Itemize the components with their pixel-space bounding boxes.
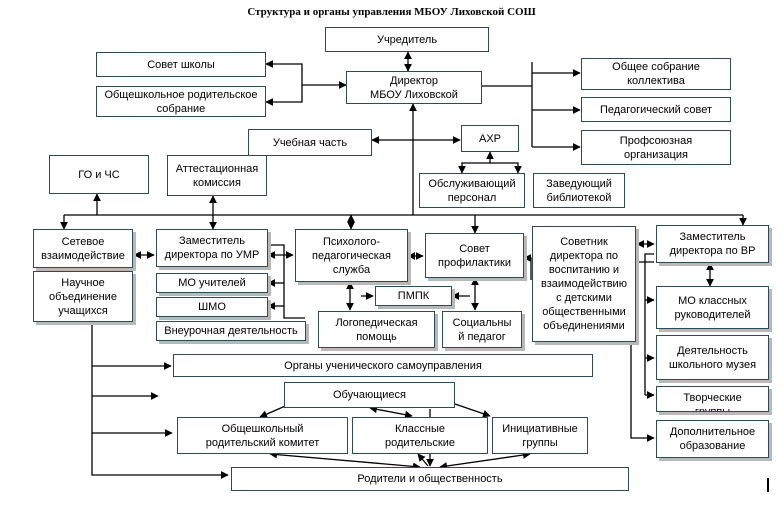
box-creative: Творческие группы bbox=[656, 386, 769, 412]
box-additional-ed: Дополнительное образование bbox=[656, 420, 769, 458]
box-librarian: Заведующий библиотекой bbox=[533, 173, 625, 208]
edge-students-initiative bbox=[454, 403, 491, 418]
box-initiative: Инициативные группы bbox=[492, 417, 588, 454]
box-student-gov: Органы ученического самоуправления bbox=[173, 354, 593, 377]
box-go-chs: ГО и ЧС bbox=[49, 155, 149, 194]
box-general-assembly: Общее собрание коллектива bbox=[581, 58, 731, 90]
box-parents-public: Родители и общественность bbox=[231, 467, 629, 491]
box-parent-committee: Общешкольный родительский комитет bbox=[177, 417, 348, 454]
box-trade-union: Профсоюзная организация bbox=[581, 130, 731, 165]
edge-class-parents bbox=[417, 453, 429, 467]
edge-committee-parents bbox=[269, 450, 421, 471]
box-academic-part: Учебная часть bbox=[248, 129, 372, 156]
box-class-parent: Классные родительские bbox=[352, 417, 488, 454]
edge-councils bbox=[265, 60, 303, 106]
box-pmpk: ПМПК bbox=[375, 286, 452, 306]
box-founder: Учредитель bbox=[325, 27, 489, 52]
box-shmo: ШМО bbox=[156, 297, 268, 317]
edge-ahr-library bbox=[490, 162, 522, 174]
edge-left-parents bbox=[91, 322, 229, 479]
edge-additional bbox=[630, 261, 655, 442]
box-museum: Деятельность школьного музея bbox=[656, 335, 769, 380]
box-network: Сетевое взаимодействие bbox=[33, 229, 133, 268]
box-deputy-umr: Заместитель директора по УМР bbox=[156, 229, 268, 267]
box-psych: Психолого- педагогическая служба bbox=[295, 229, 408, 282]
edge-prev-advisor bbox=[523, 254, 532, 280]
box-social-ped: Социальны й педагог bbox=[442, 311, 522, 348]
box-ahr: АХР bbox=[461, 125, 519, 152]
box-students-society: Научное объединение учащихся bbox=[33, 271, 133, 322]
box-deputy-vr: Заместитель директора по ВР bbox=[656, 225, 769, 263]
box-service-staff: Обслуживающий персонал bbox=[419, 173, 525, 208]
text-cursor bbox=[767, 478, 769, 492]
edge-students-class bbox=[369, 405, 413, 419]
box-parent-assembly: Общешкольное родительское собрание bbox=[96, 86, 266, 117]
box-prevention: Совет профилактики bbox=[425, 233, 524, 278]
box-students: Обучающиеся bbox=[284, 382, 455, 408]
box-attestation: Аттестационная комиссия bbox=[167, 155, 267, 196]
box-advisor: Советник директора по воспитанию и взаим… bbox=[532, 226, 636, 342]
box-director: Директор МБОУ Лиховской bbox=[346, 71, 482, 104]
edge-initiative-parents bbox=[439, 451, 531, 470]
edge-ahr-service bbox=[458, 151, 494, 174]
box-mo-class: МО классных руководителей bbox=[656, 286, 769, 329]
edge-umr-branch bbox=[268, 244, 305, 319]
box-mo-teachers: МО учителей bbox=[156, 273, 268, 293]
box-ped-council: Педагогический совет bbox=[581, 97, 731, 122]
box-speech: Логопедическая помощь bbox=[318, 311, 435, 348]
box-extracurricular: Внеурочная деятельность bbox=[156, 321, 306, 341]
edge-vr-branch-1 bbox=[644, 253, 654, 395]
diagram-title: Структура и органы управления МБОУ Лихов… bbox=[247, 6, 536, 18]
box-school-council: Совет школы bbox=[96, 52, 266, 77]
